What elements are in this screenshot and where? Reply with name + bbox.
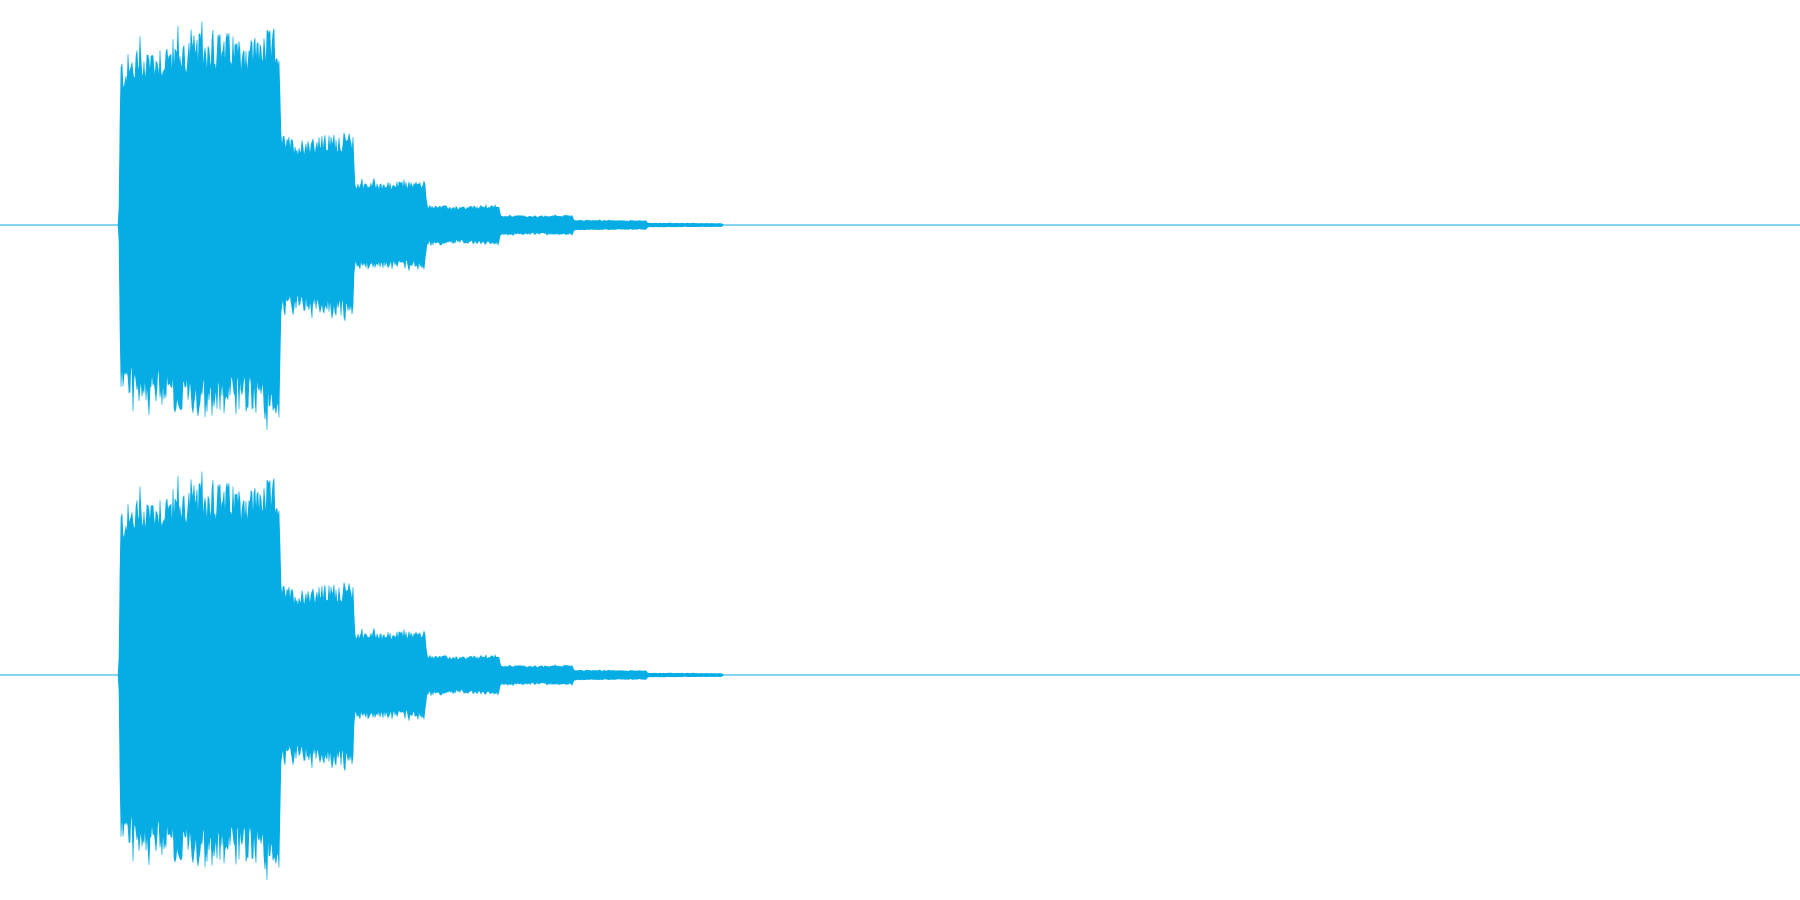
channel-2-waveform: [0, 471, 1800, 881]
channel-1: [0, 21, 1800, 431]
channel-1-waveform: [0, 21, 1800, 431]
channels: [0, 21, 1800, 881]
channel-2: [0, 471, 1800, 881]
